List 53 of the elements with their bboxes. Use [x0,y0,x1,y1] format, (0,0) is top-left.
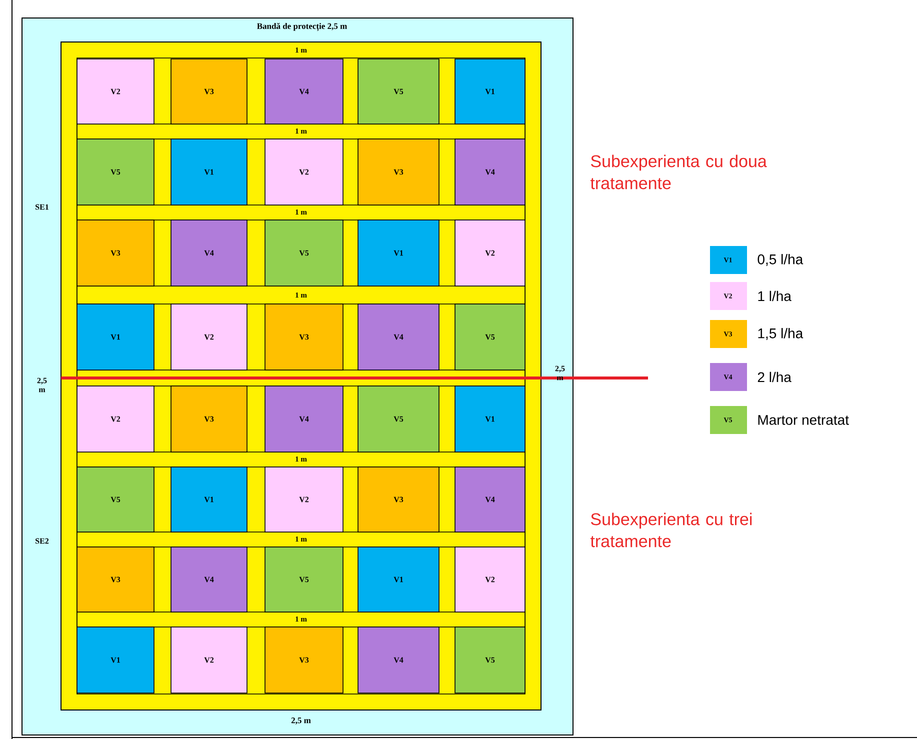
plot-box: V5 [454,626,526,694]
plot-box: V3 [76,546,154,612]
subexperiment-label: SE2 [36,538,49,544]
legend-text: 1 l/ha [758,290,792,302]
plot-box: V4 [454,466,526,532]
plot-box: V4 [170,220,248,286]
plot-box: V5 [76,138,154,206]
plot-box: V5 [264,546,344,612]
width-label: 2,5 m [37,378,47,392]
legend-text: 2 l/ha [758,372,792,382]
legend-text: 1,5 l/ha [758,328,804,340]
plot-box: V3 [264,626,344,694]
subexperiment-title: Subexperienta cu trei tratamente [590,512,752,548]
plot-box: V2 [264,466,344,532]
plot-box: V2 [454,220,526,286]
plot-box: V2 [170,626,248,694]
plot-box: V1 [454,58,526,124]
plot-box: V5 [76,466,154,532]
plot-box: V2 [76,58,154,124]
plot-box: V1 [76,304,154,370]
band-label: 2,5 m [291,718,311,724]
subexperiment-label: SE1 [36,204,48,210]
plot-box: V3 [358,138,440,206]
plot-box: V2 [76,386,154,452]
plot-box: V5 [454,304,526,370]
plot-box: V1 [170,138,248,206]
plot-box: V2 [454,546,526,612]
plot-box: V3 [358,466,440,532]
plot-box: V4 [170,546,248,612]
plot-box: V5 [358,386,440,452]
plot-box: V1 [358,220,440,286]
plot-box: V3 [264,304,344,370]
plot-box: V4 [358,626,440,694]
legend-text: 0,5 l/ha [758,254,804,266]
plot-box: V4 [264,58,344,124]
plot-box: V3 [170,386,248,452]
plot-box: V3 [76,220,154,286]
plot-box: V4 [454,138,526,206]
band-label: Bandă de protecție 2,5 m [257,22,347,32]
plot-box: V5 [264,220,344,286]
plot-box: V4 [358,304,440,370]
plot-box: V1 [358,546,440,612]
plot-box: V2 [264,138,344,206]
plot-box: V1 [454,386,526,452]
subexperiment-title: Subexperienta cu doua tratamente [590,154,767,190]
plot-box: V1 [76,626,154,694]
legend-text: Martor netratat [758,415,849,425]
plot-box: V1 [170,466,248,532]
plot-box: V2 [170,304,248,370]
width-label: 2,5 m [555,366,565,380]
plot-box: V3 [170,58,248,124]
plot-box: V5 [358,58,440,124]
plot-box: V4 [264,386,344,452]
